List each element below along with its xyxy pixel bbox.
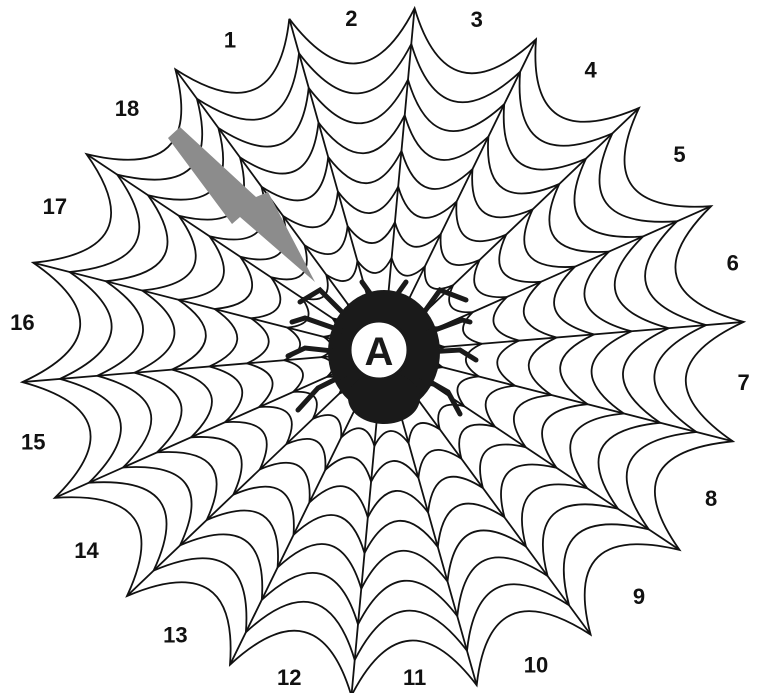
- sector-label: 2: [345, 6, 357, 31]
- web-spoke: [230, 371, 374, 665]
- sector-label: 1: [224, 27, 236, 52]
- sector-label: 11: [403, 665, 426, 690]
- sector-label: 9: [633, 584, 645, 609]
- web-spoke: [398, 108, 639, 337]
- sector-label: 14: [74, 538, 99, 563]
- sector-label: 6: [727, 251, 739, 276]
- sector-label: 15: [21, 429, 45, 454]
- sector-label: 8: [705, 486, 717, 511]
- spider-label: A: [365, 330, 394, 374]
- sector-label: 5: [673, 142, 685, 167]
- sector-label: 3: [471, 7, 483, 32]
- sector-label: 13: [163, 623, 187, 648]
- sector-label: 10: [524, 653, 548, 678]
- sector-label: 4: [584, 57, 597, 82]
- web-spoke: [127, 367, 368, 596]
- sector-label: 16: [10, 310, 34, 335]
- web-spoke: [55, 361, 363, 498]
- web-spoke: [392, 39, 536, 333]
- sector-label: 17: [43, 194, 67, 219]
- sector-label: 18: [115, 96, 139, 121]
- sector-label: 7: [737, 370, 749, 395]
- sector-label: 12: [277, 665, 301, 690]
